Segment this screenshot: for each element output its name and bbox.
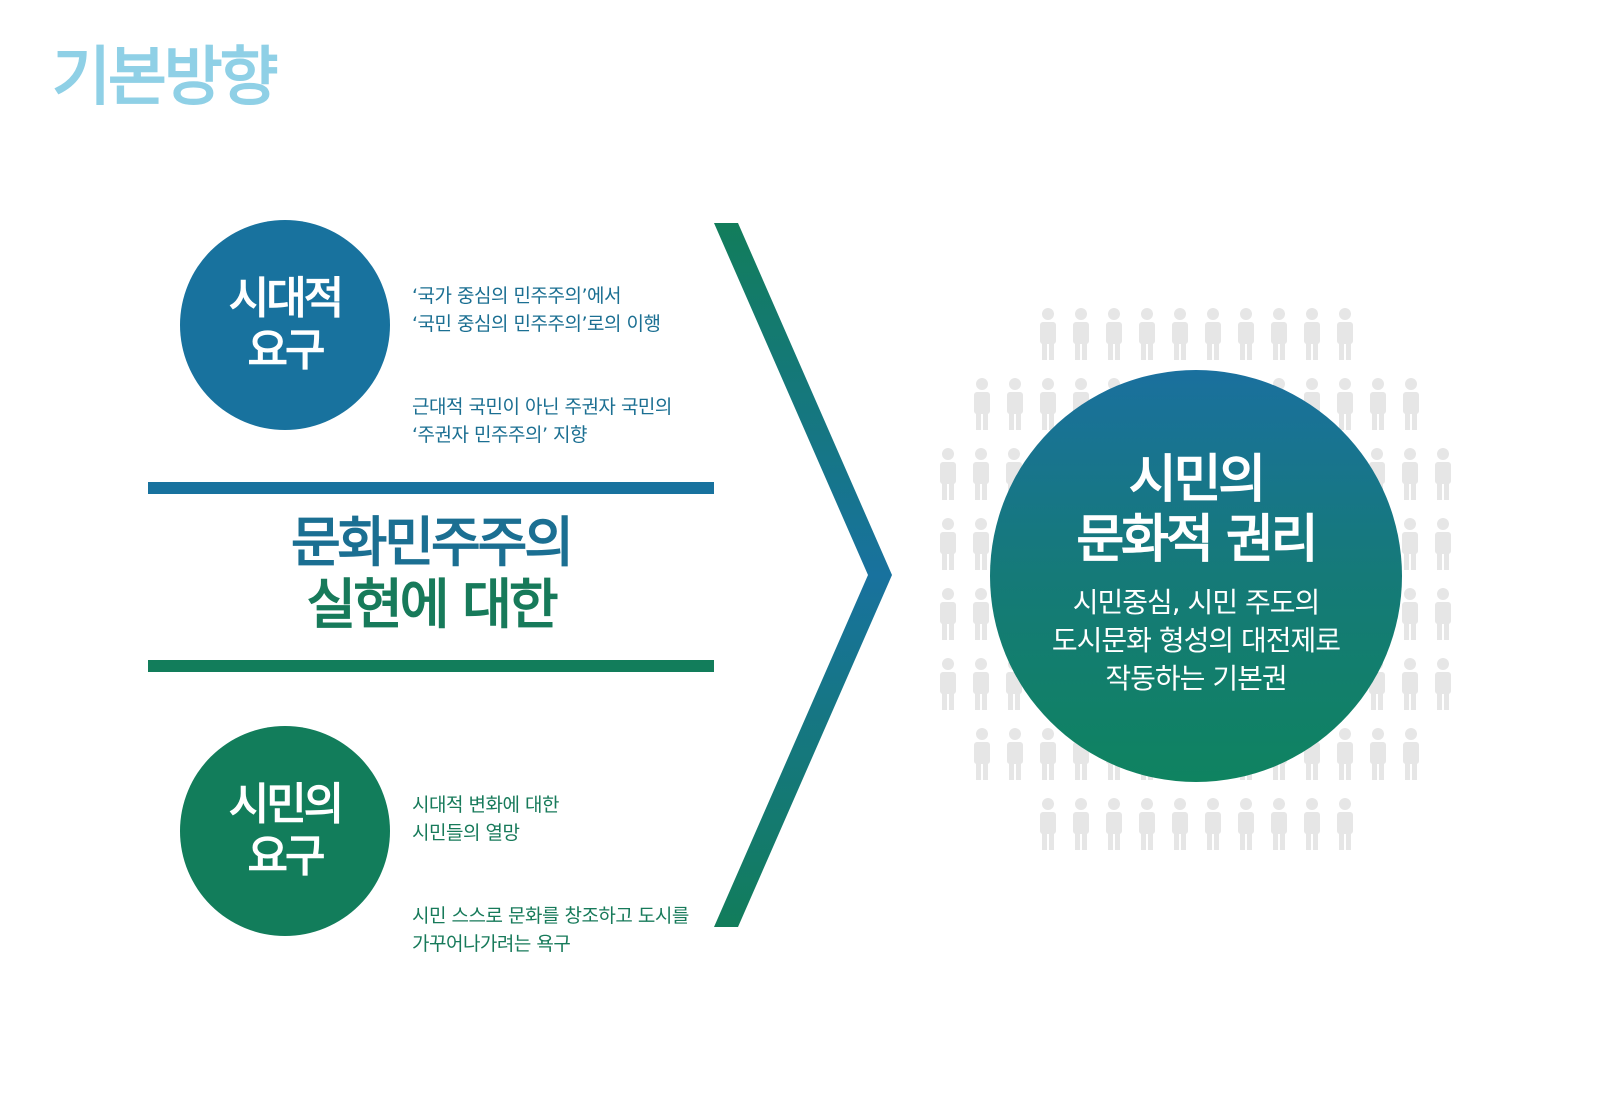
center-title-line-1: 문화민주주의 bbox=[290, 511, 574, 574]
era-demand-paragraph-2: 근대적 국민이 아닌 주권자 국민의 ‘주권자 민주주의’ 지향 bbox=[412, 396, 672, 446]
cultural-rights-subtitle: 시민중심, 시민 주도의 도시문화 형성의 대전제로 작동하는 기본권 bbox=[1051, 586, 1341, 695]
era-demand-circle: 시대적 요구 bbox=[180, 220, 390, 430]
citizen-demand-circle: 시민의 요구 bbox=[180, 726, 390, 936]
chevron-arrow-icon bbox=[714, 223, 892, 927]
cultural-rights-title: 시민의 문화적 권리 bbox=[1076, 450, 1318, 570]
cultural-rights-circle: 시민의 문화적 권리 시민중심, 시민 주도의 도시문화 형성의 대전제로 작동… bbox=[990, 370, 1402, 782]
citizen-demand-paragraph-1: 시대적 변화에 대한 시민들의 열망 bbox=[412, 794, 559, 844]
divider-bar-top bbox=[148, 482, 714, 494]
era-demand-description: ‘국가 중심의 민주주의’에서 ‘국민 중심의 민주주의’로의 이행 근대적 국… bbox=[412, 254, 742, 504]
divider-bar-bottom bbox=[148, 660, 714, 672]
citizen-demand-label: 시민의 요구 bbox=[228, 779, 344, 882]
page-title: 기본방향 bbox=[52, 41, 279, 115]
era-demand-paragraph-1: ‘국가 중심의 민주주의’에서 ‘국민 중심의 민주주의’로의 이행 bbox=[412, 285, 661, 335]
citizen-demand-paragraph-2: 시민 스스로 문화를 창조하고 도시를 가꾸어나가려는 욕구 bbox=[412, 905, 689, 955]
era-demand-label: 시대적 요구 bbox=[228, 273, 344, 376]
citizen-demand-description: 시대적 변화에 대한 시민들의 열망 시민 스스로 문화를 창조하고 도시를 가… bbox=[412, 763, 742, 1013]
center-title-line-2: 실현에 대한 bbox=[306, 573, 558, 636]
